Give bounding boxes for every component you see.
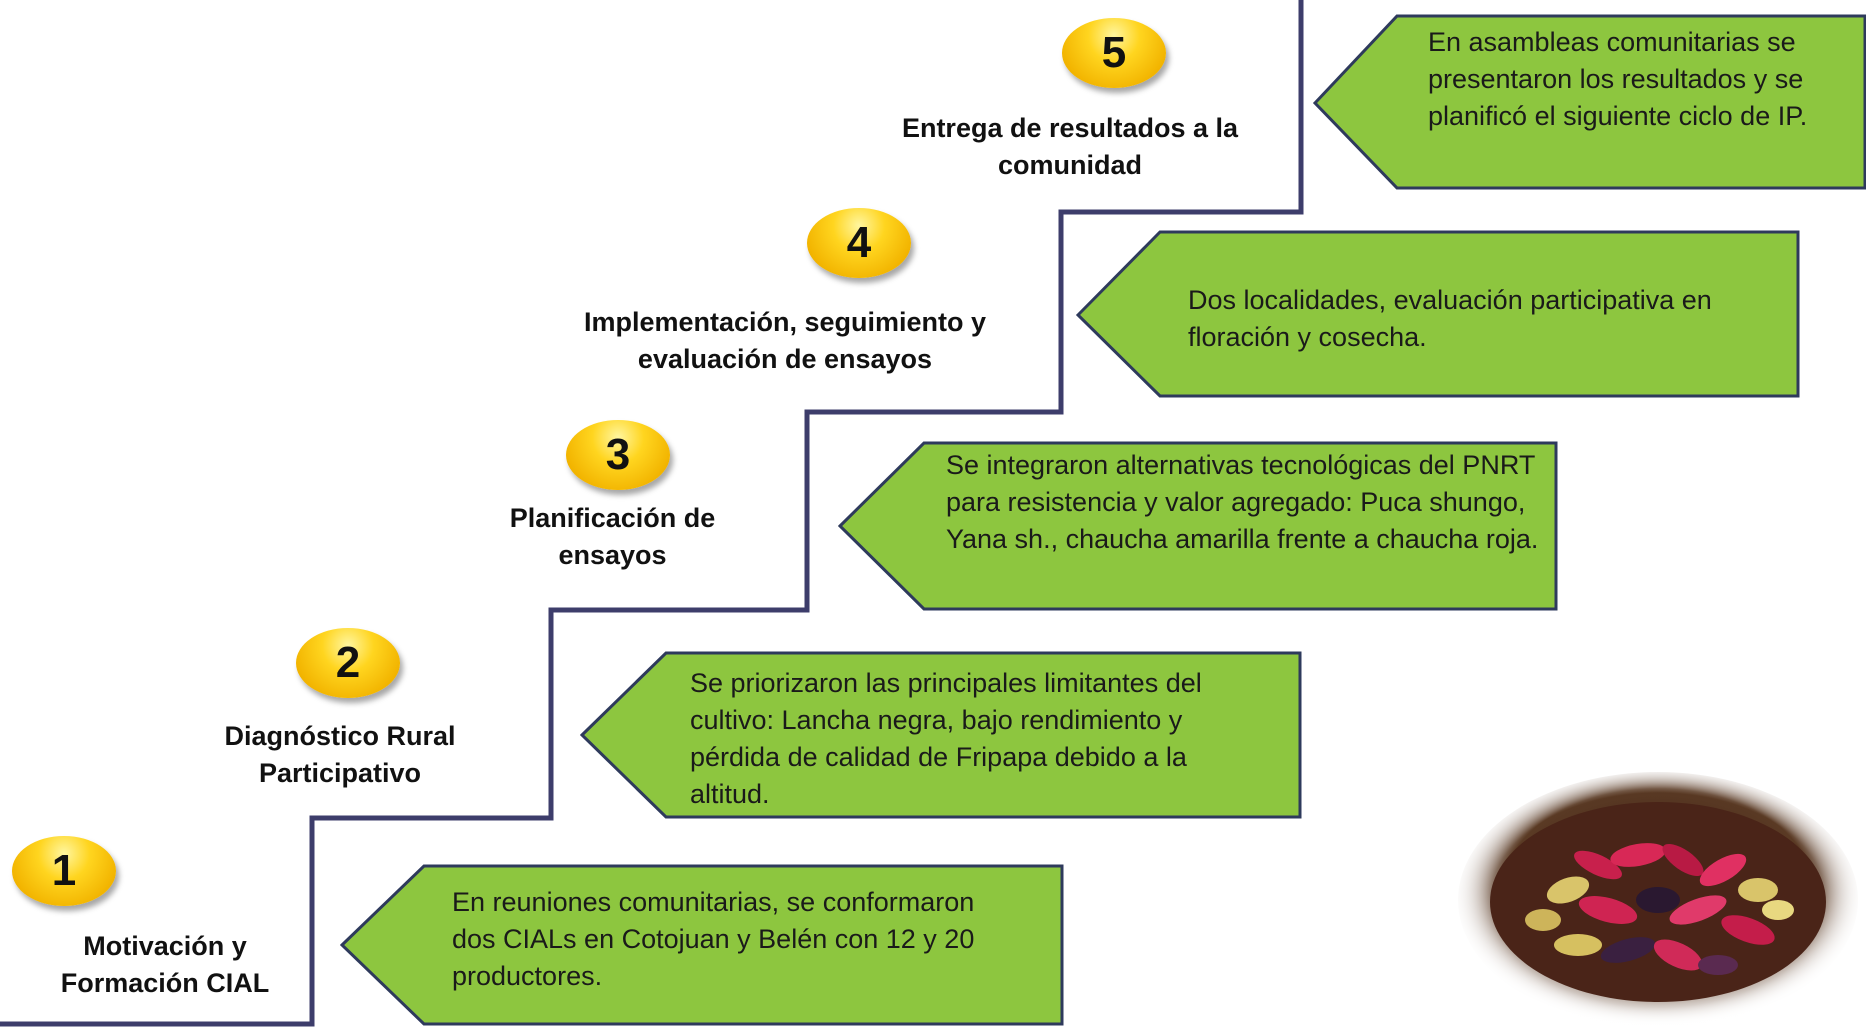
step-2-badge: 2 [296,628,400,698]
step-3-number: 3 [605,430,631,479]
step-4-number: 4 [846,218,872,267]
step-5-callout: En asambleas comunitarias se presentaron… [1313,14,1866,192]
step-3-badge: 3 [566,420,670,490]
step-2-description: Se priorizaron las principales limitante… [690,668,1202,809]
step-1-description: En reuniones comunitarias, se conformaro… [452,887,975,991]
step-2-label: Diagnóstico Rural Participativo [224,721,456,788]
step-4-callout: Dos localidades, evaluación participativ… [1076,230,1802,400]
step-1-badge: 1 [12,836,116,906]
step-2-number: 2 [335,638,361,687]
step-1-number: 1 [51,846,77,895]
step-3-description: Se integraron alternativas tecnológicas … [946,450,1539,554]
potato-basket-image [1448,766,1866,1028]
step-1-callout: En reuniones comunitarias, se conformaro… [340,864,1066,1028]
step-5-number: 5 [1101,28,1127,77]
step-4-description: Dos localidades, evaluación participativ… [1188,285,1712,352]
step-3-callout: Se integraron alternativas tecnológicas … [838,441,1560,613]
step-2-callout: Se priorizaron las principales limitante… [580,651,1304,821]
step-4-badge: 4 [807,208,911,278]
step-5-label: Entrega de resultados a la comunidad [901,113,1239,180]
step-5-description: En asambleas comunitarias se presentaron… [1428,27,1808,131]
step-3-label: Planificación de ensayos [509,503,716,570]
step-4-label: Implementación, seguimiento y evaluación… [583,307,987,374]
step-5-badge: 5 [1062,18,1166,88]
step-1-label: Motivación y Formación CIAL [60,931,270,998]
